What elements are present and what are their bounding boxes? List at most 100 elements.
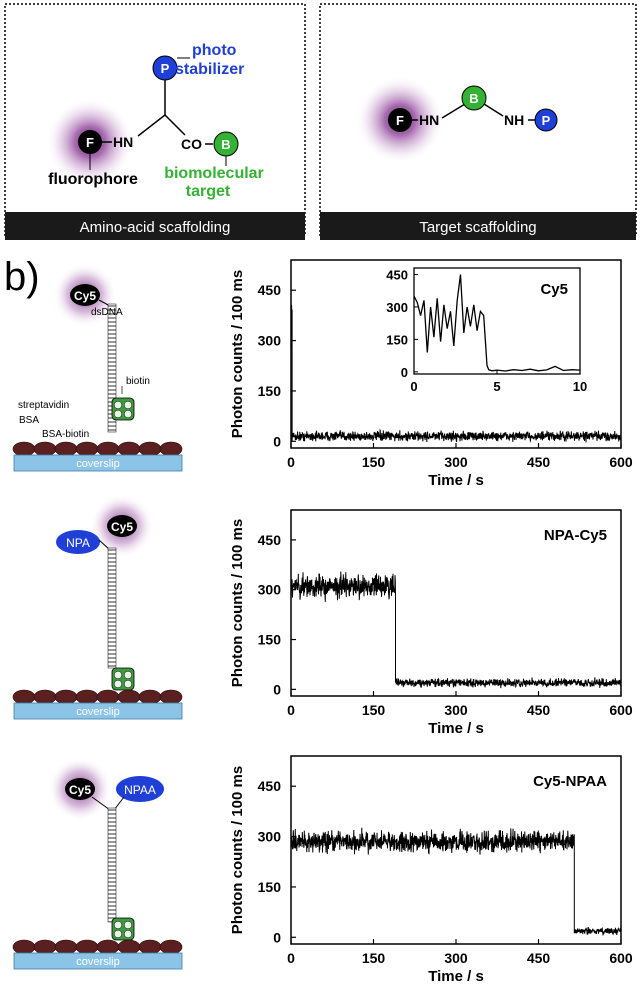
bsa-protein	[159, 689, 183, 705]
y-tick-label: 300	[258, 333, 282, 349]
x-tick-label: 600	[609, 950, 633, 966]
inset-y-tick-label: 150	[386, 332, 408, 347]
y-tick-label: 150	[258, 383, 282, 399]
x-axis-label: Time / s	[428, 968, 484, 985]
target-label-line1: biomolecular	[164, 165, 264, 182]
target-letter: B	[221, 137, 230, 152]
biotin-site	[113, 409, 123, 419]
x-tick-label: 300	[444, 950, 468, 966]
schematic-cy5: Cy5 dsDNA biotin streptavidin BSA BSA-bi…	[12, 263, 183, 472]
x-axis-label: Time / s	[428, 472, 484, 489]
coverslip-label: coverslip	[76, 706, 119, 718]
bsa-biotin-label: BSA-biotin	[42, 429, 89, 440]
bsa-protein	[117, 441, 141, 457]
biotin-site	[123, 929, 133, 939]
coverslip	[13, 952, 183, 970]
fluorophore-letter: F	[86, 135, 94, 150]
inset-y-tick-label: 300	[386, 300, 408, 315]
schematic-cy5-npaa: Cy5 NPAA coverslip	[12, 757, 183, 970]
coverslip	[13, 454, 183, 472]
biotin-site	[123, 679, 133, 689]
y-tick-label: 300	[258, 582, 282, 598]
bsa-protein	[54, 441, 78, 457]
target-scaffolding-box: Target scaffolding F HN B NH P	[319, 3, 637, 240]
photostabilizer-label-line2: stabilizer	[175, 61, 244, 78]
x-tick-label: 0	[287, 702, 295, 718]
biotin-site	[123, 400, 133, 410]
y-axis-label: Photon counts / 100 ms	[229, 519, 246, 687]
x-tick-label: 300	[444, 454, 468, 470]
bsa-layer	[12, 689, 183, 705]
y-tick-label: 150	[258, 879, 282, 895]
caption-bar	[5, 212, 305, 240]
dye-label: Cy5	[111, 520, 133, 534]
biotin-site	[123, 409, 133, 419]
bsa-protein	[54, 939, 78, 955]
bsa-protein	[33, 939, 57, 955]
biotin-site	[123, 920, 133, 930]
bsa-layer	[12, 441, 183, 457]
biotin-site	[113, 920, 123, 930]
coverslip-label: coverslip	[76, 458, 119, 470]
streptavidin-tetramer	[111, 397, 135, 421]
amine2-label: NH	[504, 112, 524, 128]
x-tick-label: 450	[527, 702, 551, 718]
y-tick-label: 0	[273, 929, 281, 945]
fluorophore-node	[388, 108, 412, 132]
y-tick-label: 450	[258, 532, 282, 548]
x-tick-label: 150	[362, 454, 386, 470]
x-axis-label: Time / s	[428, 720, 484, 737]
cy5-dye	[70, 284, 100, 306]
stabilizer-label: NPA	[66, 536, 90, 550]
x-tick-label: 450	[527, 454, 551, 470]
stabilizer-label: NPAA	[124, 783, 156, 797]
dye-label: Cy5	[74, 289, 96, 303]
bsa-protein	[33, 441, 57, 457]
fluorophore-letter: F	[396, 113, 404, 128]
bsa-protein	[96, 441, 120, 457]
x-tick-label: 450	[527, 950, 551, 966]
bsa-protein	[117, 689, 141, 705]
inset-x-tick-label: 0	[410, 379, 417, 394]
amine-label: HN	[419, 112, 439, 128]
bsa-label: BSA	[19, 415, 39, 426]
inset-y-tick-label: 450	[386, 267, 408, 282]
npa-stabilizer	[56, 530, 100, 554]
inset-x-tick-label: 10	[573, 379, 587, 394]
photostabilizer-node	[534, 108, 558, 132]
target-label-line2: target	[186, 183, 231, 200]
bsa-protein	[159, 939, 183, 955]
fluorophore-node	[78, 130, 102, 154]
bsa-protein	[159, 441, 183, 457]
biotin-label: biotin	[126, 376, 150, 387]
y-tick-label: 300	[258, 829, 282, 845]
carbonyl-label: CO	[181, 136, 202, 152]
biotin-site	[113, 400, 123, 410]
bsa-layer	[12, 939, 183, 955]
x-tick-label: 150	[362, 702, 386, 718]
inset-x-tick-label: 5	[493, 379, 500, 394]
y-tick-label: 450	[258, 778, 282, 794]
biotin-site	[113, 929, 123, 939]
y-axis-label: Photon counts / 100 ms	[229, 270, 246, 438]
caption-bar	[320, 212, 636, 240]
photostabilizer-label-line1: photo	[192, 42, 237, 59]
biotin-site	[113, 679, 123, 689]
inset-y-tick-label: 0	[401, 365, 408, 380]
bsa-protein	[12, 689, 36, 705]
plot-frame	[290, 755, 622, 945]
bsa-protein	[75, 689, 99, 705]
coverslip	[13, 702, 183, 720]
y-tick-label: 450	[258, 282, 282, 298]
bsa-protein	[54, 689, 78, 705]
photon-trace	[290, 571, 622, 689]
dsdna-label: dsDNA	[91, 307, 123, 318]
dsdna-helix	[107, 547, 117, 669]
dye-label: Cy5	[69, 783, 91, 797]
y-axis-label: Photon counts / 100 ms	[229, 766, 246, 934]
cy5-dye	[107, 515, 137, 537]
